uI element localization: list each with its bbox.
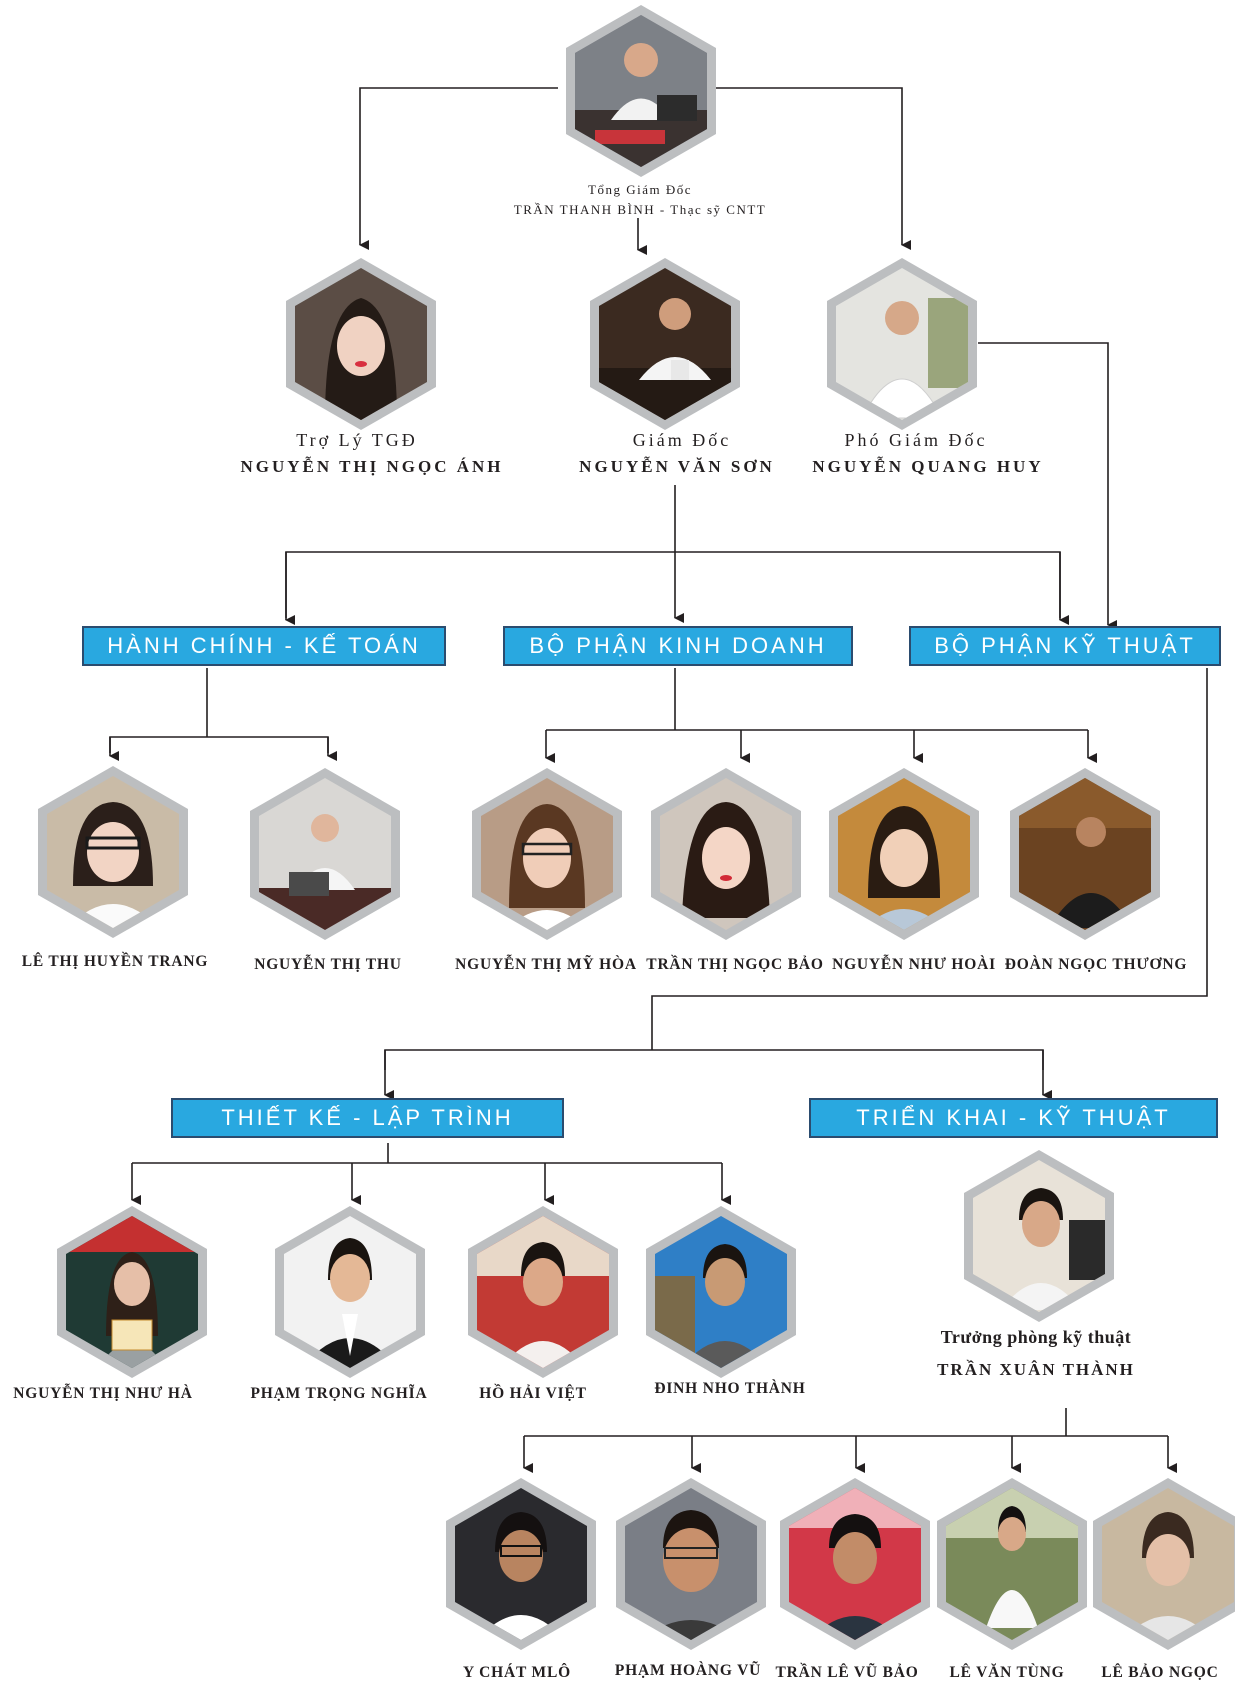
deploy-staff-name-2: PHẠM HOÀNG VŨ <box>614 1662 762 1679</box>
sales-staff-photo-1 <box>472 768 622 940</box>
deploy-staff-name-4: LÊ VĂN TÙNG <box>949 1664 1065 1681</box>
sales-staff-name-1: NGUYỄN THỊ MỸ HÒA <box>455 956 637 973</box>
assistant-photo <box>286 258 436 430</box>
tech-head-name: TRẦN XUÂN THÀNH <box>937 1360 1135 1379</box>
sales-staff-name-3: NGUYỄN NHƯ HOÀI <box>832 956 996 973</box>
sales-staff-name-4: ĐOÀN NGỌC THƯƠNG <box>1004 956 1188 973</box>
ceo-role: Tổng Giám Đốc <box>588 182 692 197</box>
admin-staff-photo-2 <box>250 768 400 940</box>
deploy-staff-name-1: Y CHÁT MLÔ <box>463 1664 571 1681</box>
connector-tech-sub <box>651 668 1208 1050</box>
dept-tech: BỘ PHẬN KỸ THUẬT <box>909 626 1221 666</box>
sales-staff-photo-3 <box>829 768 979 940</box>
dept-admin: HÀNH CHÍNH - KẾ TOÁN <box>82 626 446 666</box>
dept-design: THIẾT KẾ - LẬP TRÌNH <box>171 1098 564 1138</box>
ceo-name: TRẦN THANH BÌNH - Thạc sỹ CNTT <box>513 202 767 217</box>
tech-head-role: Trưởng phòng kỹ thuật <box>940 1327 1132 1347</box>
design-staff-name-2: PHẠM TRỌNG NGHĨA <box>250 1385 428 1402</box>
dept-deploy: TRIỂN KHAI - KỸ THUẬT <box>809 1098 1218 1138</box>
connector-vice-tech <box>978 342 1117 630</box>
design-staff-name-3: HỒ HẢI VIỆT <box>479 1385 587 1402</box>
vice-director-role: Phó Giám Đốc <box>844 430 988 450</box>
sales-staff-photo-2 <box>651 768 801 940</box>
connector-ceo-assistant <box>359 87 558 250</box>
design-staff-name-4: ĐINH NHO THÀNH <box>654 1380 806 1397</box>
admin-staff-name-1: LÊ THỊ HUYỀN TRANG <box>21 953 209 970</box>
assistant-role: Trợ Lý TGĐ <box>296 430 418 450</box>
director-role: Giám Đốc <box>632 430 732 450</box>
vice-director-name: NGUYỄN QUANG HUY <box>812 457 1044 476</box>
director-name: NGUYỄN VĂN SƠN <box>579 457 775 476</box>
admin-staff-photo-1 <box>38 766 188 938</box>
admin-staff-name-2: NGUYỄN THỊ THU <box>254 956 402 973</box>
connector-ceo-vice <box>705 87 911 250</box>
dept-sales: BỘ PHẬN KINH DOANH <box>503 626 853 666</box>
assistant-name: NGUYỄN THỊ NGỌC ÁNH <box>240 457 504 476</box>
deploy-staff-name-5: LÊ BẢO NGỌC <box>1101 1664 1219 1681</box>
deploy-staff-name-3: TRẦN LÊ VŨ BẢO <box>775 1664 919 1681</box>
connector-dept-bar <box>285 551 1061 618</box>
design-staff-name-1: NGUYỄN THỊ NHƯ HÀ <box>13 1385 193 1402</box>
sales-staff-name-2: TRẦN THỊ NGỌC BẢO <box>646 956 824 973</box>
